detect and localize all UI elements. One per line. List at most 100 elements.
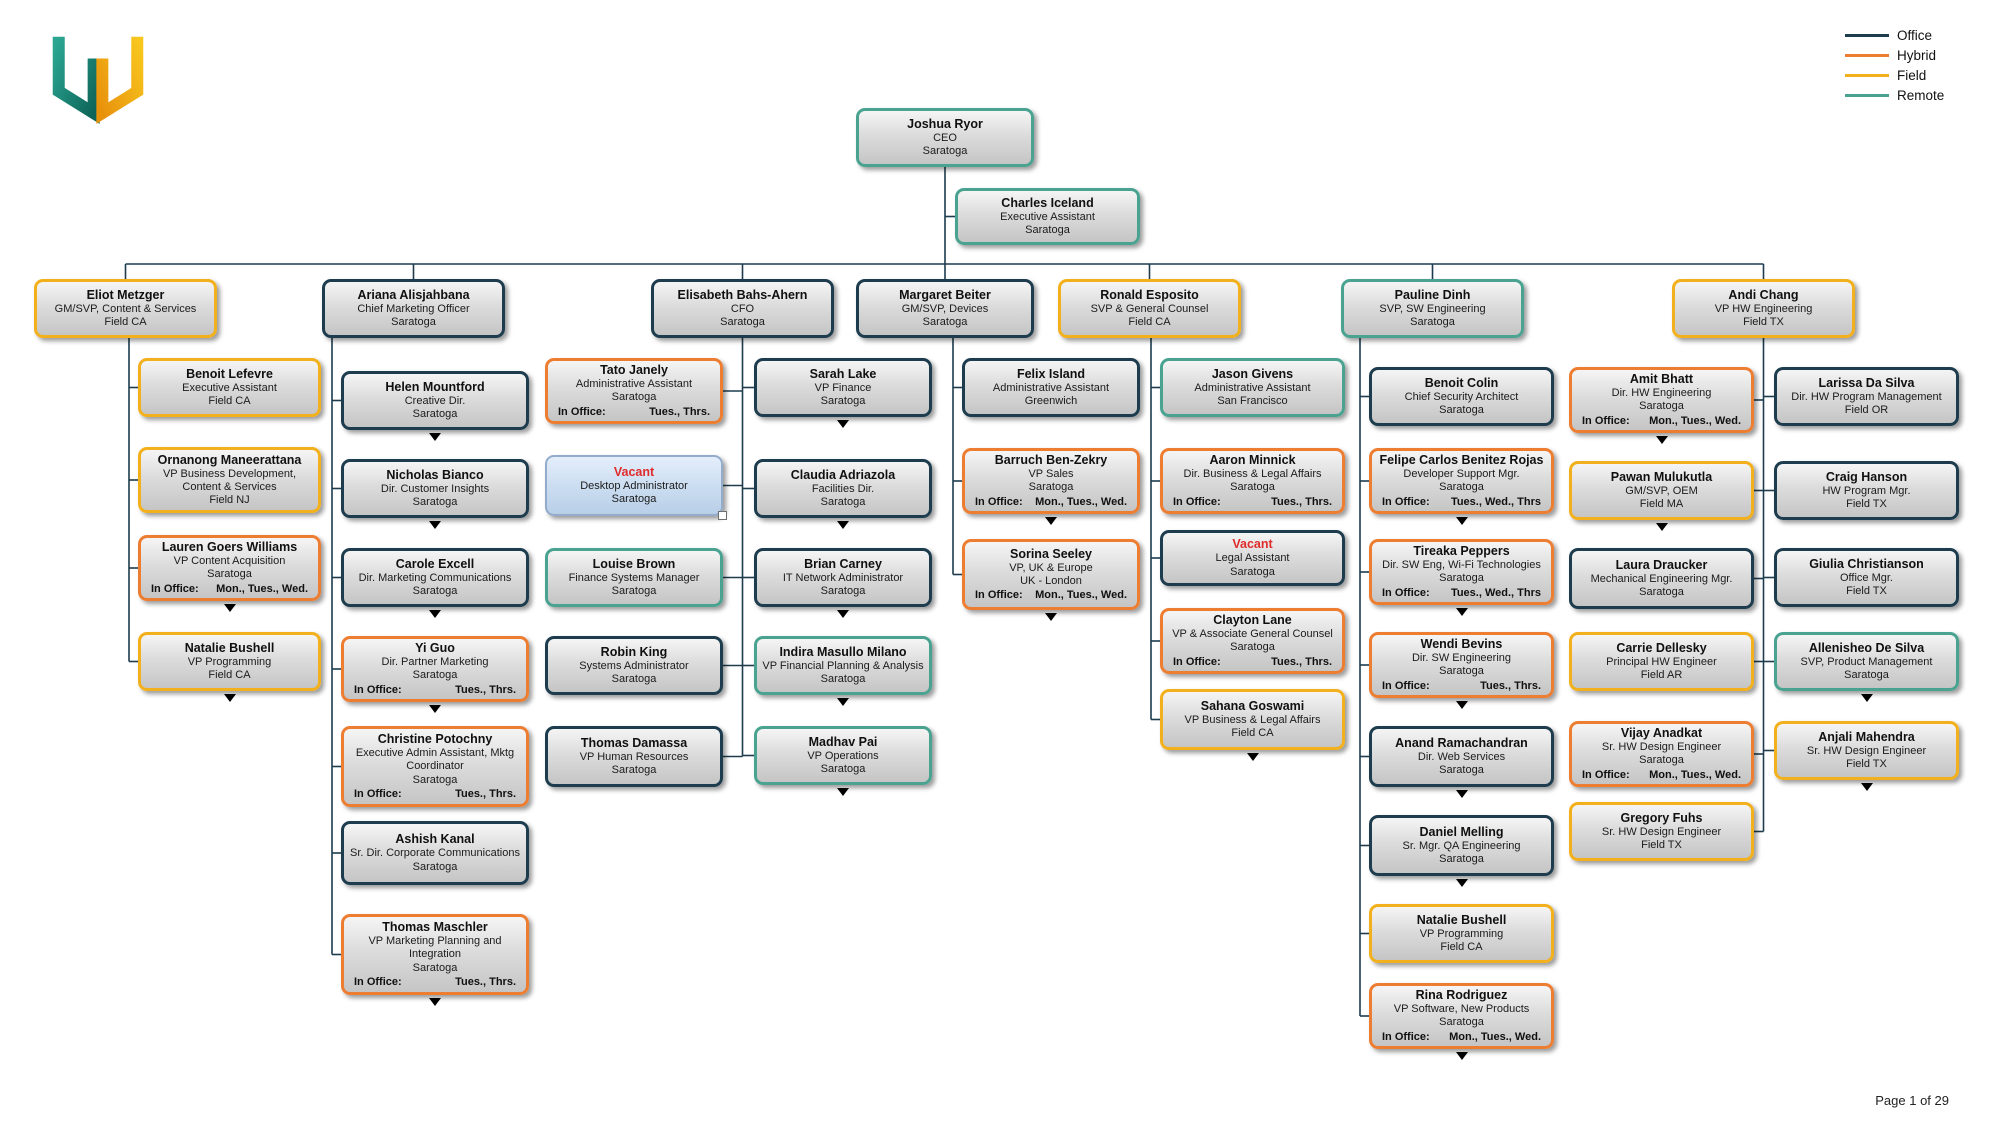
expand-children-icon[interactable]: [1455, 790, 1468, 798]
expand-children-icon[interactable]: [837, 610, 849, 618]
person-title: Legal Assistant: [1215, 552, 1290, 565]
expand-children-icon[interactable]: [1860, 783, 1873, 791]
expand-children-icon[interactable]: [429, 433, 441, 441]
expand-children-icon[interactable]: [1246, 753, 1259, 761]
person-location: Saratoga: [1439, 853, 1484, 865]
in-office-label: In Office:: [975, 589, 1023, 602]
person-name: Charles Iceland: [1001, 195, 1094, 210]
in-office-value: Tues., Thrs.: [455, 975, 516, 988]
person-name: Benoit Colin: [1424, 375, 1499, 390]
legend-label: Hybrid: [1897, 48, 1937, 63]
expand-children-icon[interactable]: [1455, 879, 1468, 887]
expand-children-icon[interactable]: [429, 521, 441, 529]
person-title: Sr. HW Design Engineer: [1601, 741, 1722, 754]
expand-children-icon[interactable]: [837, 788, 849, 796]
expand-children-icon[interactable]: [1045, 613, 1057, 621]
expand-children-icon[interactable]: [1455, 517, 1468, 525]
expand-children-icon[interactable]: [429, 610, 441, 618]
person-title: GM/SVP, Content & Services: [54, 302, 197, 315]
in-office-label: In Office:: [1382, 586, 1430, 599]
expand-children-icon[interactable]: [1860, 694, 1873, 702]
person-title: IT Network Administrator: [782, 571, 904, 584]
expand-children-icon[interactable]: [837, 698, 849, 706]
expand-children-icon[interactable]: [1045, 517, 1057, 525]
in-office-days: In Office:Tues., Thrs.: [348, 976, 522, 989]
person-location: Saratoga: [1439, 665, 1484, 678]
selection-handle[interactable]: [718, 511, 727, 520]
expand-children-icon[interactable]: [837, 521, 849, 529]
expand-children-icon[interactable]: [1455, 608, 1468, 616]
expand-children-icon[interactable]: [837, 420, 849, 428]
expand-children-icon[interactable]: [429, 998, 441, 1006]
expand-children-icon[interactable]: [1455, 701, 1468, 709]
expand-children-icon[interactable]: [429, 705, 441, 713]
expand-children-icon[interactable]: [223, 604, 236, 612]
expand-children-icon[interactable]: [1655, 436, 1668, 444]
person-name: Thomas Damassa: [580, 735, 688, 750]
person-location: Field CA: [208, 669, 251, 681]
expand-children-icon[interactable]: [223, 694, 236, 702]
in-office-value: Mon., Tues., Wed.: [1035, 589, 1127, 602]
expand-children-icon[interactable]: [1655, 523, 1668, 531]
expand-children-icon[interactable]: [1455, 1052, 1468, 1060]
